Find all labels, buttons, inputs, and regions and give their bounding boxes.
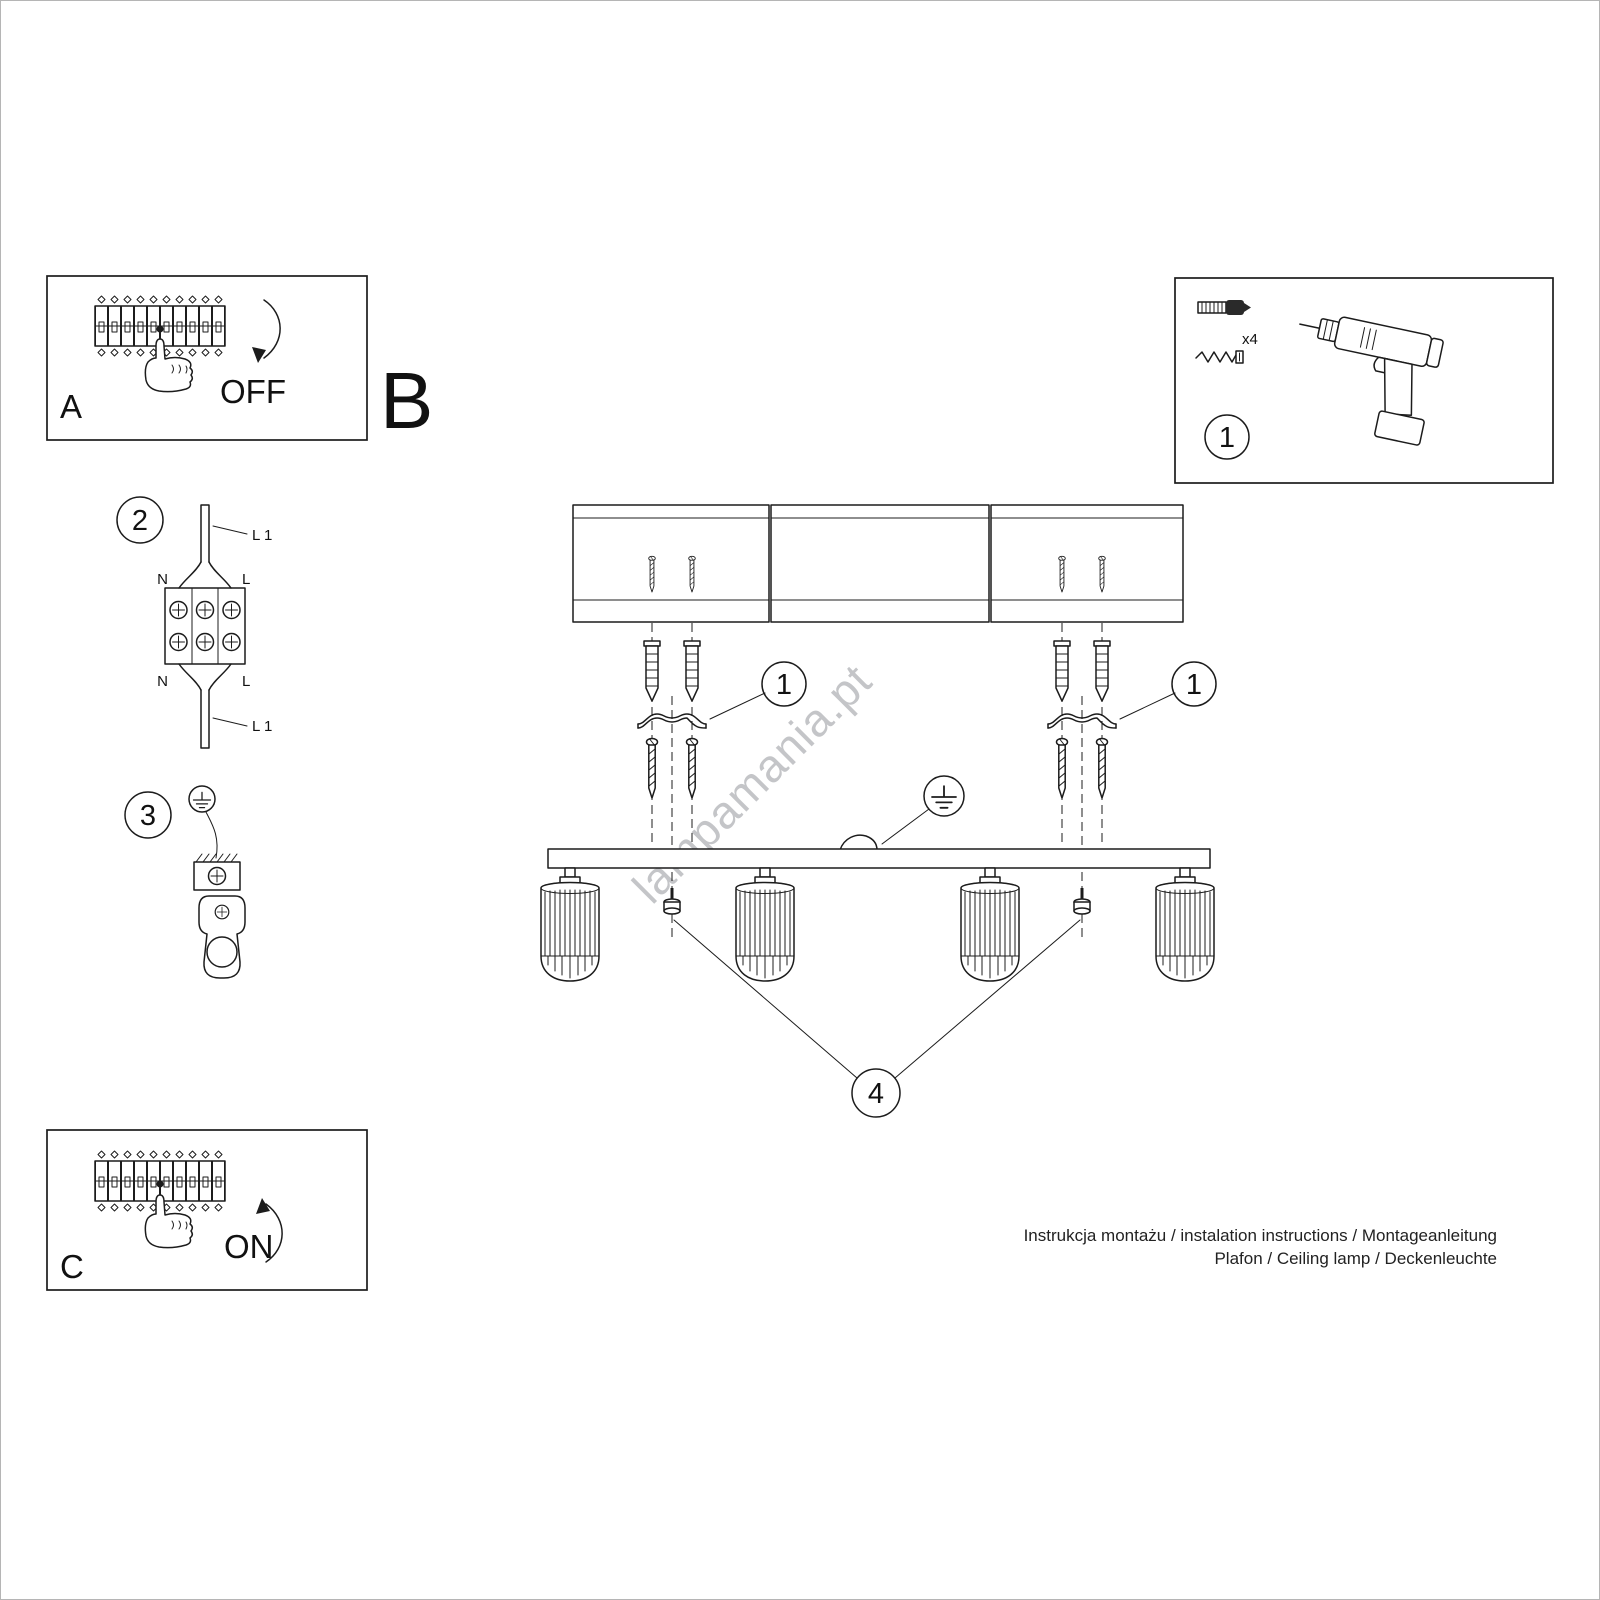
ground-symbol-icon xyxy=(188,785,216,813)
panel-a: OFF A xyxy=(46,275,368,441)
lamp-shade-4 xyxy=(1155,867,1215,982)
wall-plug-left-2 xyxy=(683,640,701,702)
wall-plug-right-1 xyxy=(1053,640,1071,702)
screw-icon xyxy=(1195,350,1244,364)
wiring-diagram xyxy=(164,504,248,749)
off-label: OFF xyxy=(220,373,286,410)
step-2-number: 2 xyxy=(132,505,148,537)
panel-c-label: C xyxy=(60,1248,84,1285)
arrow-up-icon xyxy=(256,1198,283,1263)
hardware-box: x4 1 xyxy=(1174,277,1554,484)
plug-qty-label: x4 xyxy=(1242,331,1258,348)
lamp-shade-2 xyxy=(735,867,795,982)
wall-plug-left-1 xyxy=(643,640,661,702)
mounting-hardware-right xyxy=(1047,555,1117,799)
section-b-label: B xyxy=(380,356,433,445)
arrow-down-icon xyxy=(252,299,281,363)
mounting-hardware-left xyxy=(637,555,707,799)
lamp-shade-3 xyxy=(960,867,1020,982)
step-1-badge xyxy=(1204,414,1250,460)
footer-line2: Plafon / Ceiling lamp / Deckenleuchte xyxy=(1214,1249,1497,1268)
footer-line1: Instrukcja montażu / instalation instruc… xyxy=(1024,1226,1497,1245)
ground-wire xyxy=(839,834,878,851)
wire-l-top-label: L xyxy=(242,571,250,588)
hand-icon xyxy=(144,338,194,393)
wall-plug-icon xyxy=(1197,300,1251,315)
hardware-box-frame xyxy=(1174,277,1554,484)
watermark: lampamania.pt xyxy=(622,654,881,913)
wire-n-top-label: N xyxy=(157,571,168,588)
step-1-number: 1 xyxy=(1219,422,1235,454)
ceiling-panel xyxy=(572,504,1184,623)
callout-1-right-number: 1 xyxy=(1186,669,1202,701)
ground-callout xyxy=(881,775,965,845)
hand-icon xyxy=(144,1194,194,1249)
wire-l-bottom-label: L xyxy=(242,673,250,690)
callout-1-right: 1 xyxy=(1119,661,1217,720)
wire-l1-top-label: L 1 xyxy=(252,527,272,544)
callout-1-left-number: 1 xyxy=(776,669,792,701)
panel-a-label: A xyxy=(60,388,82,425)
panel-a-frame xyxy=(46,275,368,441)
lamp-shade-1 xyxy=(540,867,600,982)
adjuster-knob-right xyxy=(1073,887,1091,915)
step-2-badge xyxy=(116,496,164,544)
callout-1-left: 1 xyxy=(709,661,807,720)
wall-plug-right-2 xyxy=(1093,640,1111,702)
lamp-bar xyxy=(547,848,1211,869)
callout-4-number: 4 xyxy=(868,1078,884,1110)
grounding-step: 3 xyxy=(124,785,246,979)
wiring-step: 2 L 1 N L N L L 1 xyxy=(116,496,272,749)
callout-4: 4 xyxy=(673,919,1081,1118)
step-3-badge xyxy=(124,791,172,839)
wire-n-bottom-label: N xyxy=(157,673,168,690)
ground-symbol-icon xyxy=(923,775,965,817)
panel-c: ON C xyxy=(46,1129,368,1291)
ground-clamp-icon xyxy=(193,811,246,979)
on-label: ON xyxy=(224,1228,274,1265)
step-3-number: 3 xyxy=(140,800,156,832)
drill-icon xyxy=(1299,316,1444,446)
panel-c-frame xyxy=(46,1129,368,1291)
wire-l1-bottom-label: L 1 xyxy=(252,718,272,735)
